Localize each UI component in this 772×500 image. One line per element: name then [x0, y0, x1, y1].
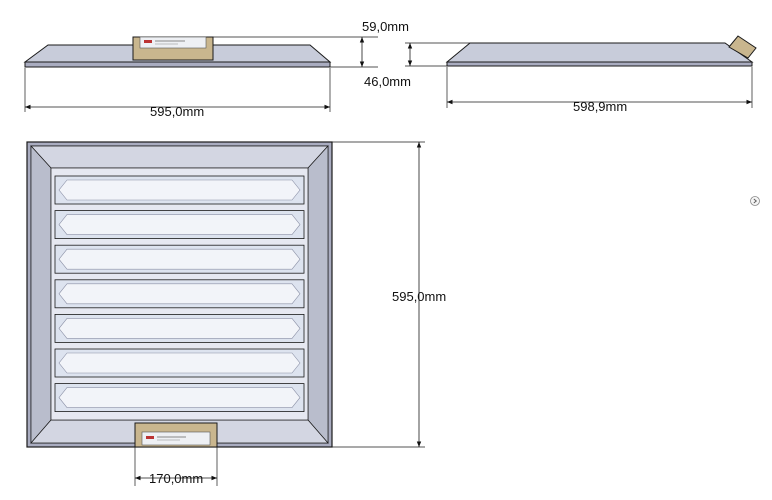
dim-label-top-height: 59,0mm — [362, 19, 409, 34]
side-view-right: 46,0mm 598,9mm — [364, 35, 757, 114]
driver-box-front — [134, 422, 218, 448]
side2-panel-base — [446, 61, 753, 67]
bevel-left — [30, 145, 52, 444]
side-view-left: 59,0mm 595,0mm — [23, 19, 409, 119]
led-tubes — [54, 175, 305, 413]
led-tube — [54, 313, 305, 343]
side-panel-base — [24, 61, 331, 68]
led-tube — [54, 210, 305, 240]
dim-label-front-height: 595,0mm — [392, 289, 446, 304]
dim-label-driver-width: 170,0mm — [149, 471, 203, 486]
led-tube — [54, 383, 305, 413]
dim-label-side-width: 595,0mm — [150, 104, 204, 119]
side2-panel-body — [445, 42, 754, 63]
chevron-right-icon[interactable] — [750, 196, 760, 206]
led-tube — [54, 175, 305, 205]
led-tube — [54, 244, 305, 274]
driver-box-end — [728, 35, 757, 59]
led-tube — [54, 279, 305, 309]
dim-label-bottom-height: 46,0mm — [364, 74, 411, 89]
bevel-top — [30, 145, 329, 169]
front-view: 595,0mm 170,0mm — [26, 141, 446, 486]
led-tube — [54, 348, 305, 378]
driver-box-side — [132, 36, 214, 61]
dim-label-side-width-rotated: 598,9mm — [573, 99, 627, 114]
bevel-right — [307, 145, 329, 444]
